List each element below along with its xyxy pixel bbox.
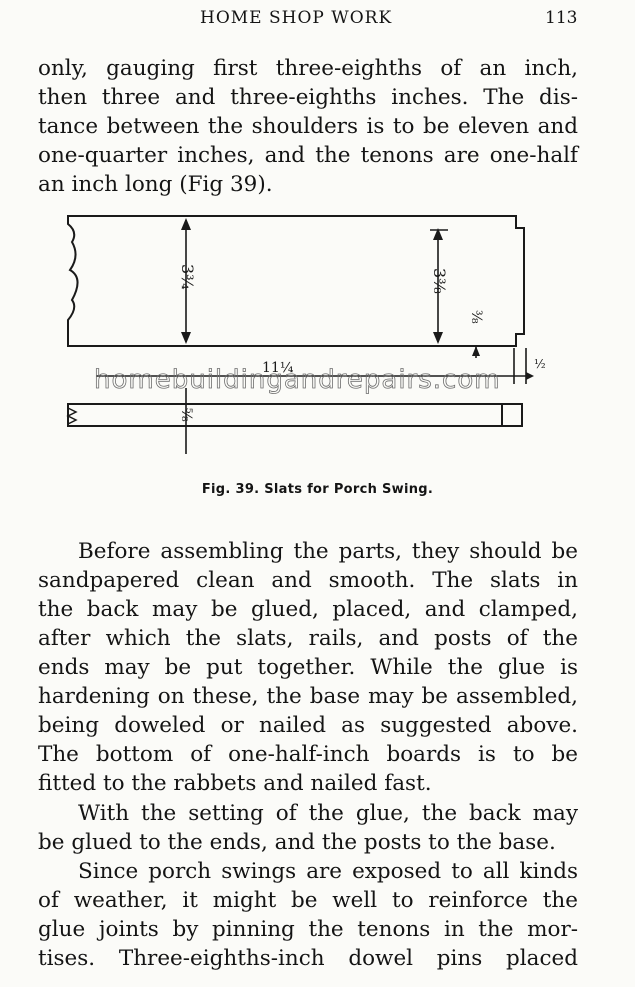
paragraph-assembling-cont: sandpapered clean and smooth. The slats …: [38, 566, 578, 798]
paragraph-setting-cont: be glued to the ends, and the posts to t…: [38, 828, 578, 857]
text-line: sandpapered clean and smooth. The slats …: [38, 568, 578, 593]
text-line: With the setting of the glue, the back m…: [78, 801, 578, 826]
watermark: homebuildingandrepairs.com: [94, 365, 501, 395]
arrowhead: [433, 332, 443, 344]
text-line: be glued to the ends, and the posts to t…: [38, 830, 556, 855]
paragraph-weather-cont: of weather, it might be well to reinforc…: [38, 886, 578, 973]
text-line: an inch long (Fig 39).: [38, 172, 273, 197]
figure-39-slat-drawing: 3¾ 3⅜ ⅜ 11¼ ½ ⅝ homebuildingandrepairs.c…: [56, 208, 556, 468]
dim-label-length: 11¼: [262, 360, 294, 376]
arrowhead: [181, 332, 191, 344]
arrowhead: [472, 346, 480, 356]
page-header: HOME SHOP WORK 113: [0, 6, 635, 32]
upper-slat-outline: [67, 215, 525, 347]
text-line: of weather, it might be well to reinforc…: [38, 888, 578, 913]
text-line: Since porch swings are exposed to all ki…: [78, 859, 578, 884]
text-line: tises. Three-eighths-inch dowel pins pla…: [38, 946, 578, 971]
paragraph-assembling: Before assembling the parts, they should…: [38, 537, 578, 566]
dim-label-right-small: ⅜: [468, 310, 484, 324]
running-head: HOME SHOP WORK: [200, 8, 393, 28]
text-line: one-quarter inches, and the tenons are o…: [38, 143, 578, 168]
text-line: tance between the shoulders is to be ele…: [38, 114, 578, 139]
dim-label-tenon: ½: [534, 357, 546, 371]
text-line: glue joints by pinning the tenons in the…: [38, 917, 578, 942]
dim-label-right-tall: 3⅜: [430, 268, 449, 294]
arrowhead: [526, 372, 534, 380]
text-line: only, gauging first three-eighths of an …: [38, 56, 578, 81]
lower-slat-outline: [67, 403, 523, 427]
text-line: ends may be put together. While the glue…: [38, 655, 578, 680]
text-line: the back may be glued, placed, and clamp…: [38, 597, 578, 622]
text-line: then three and three-eighths inches. The…: [38, 85, 578, 110]
text-line: Before assembling the parts, they should…: [78, 539, 578, 564]
paragraph-setting: With the setting of the glue, the back m…: [38, 799, 578, 828]
arrowhead: [433, 228, 443, 240]
slat-drawing: 3¾ 3⅜ ⅜ 11¼ ½ ⅝ homebuildingandrepairs.c…: [66, 215, 546, 454]
dim-label-lower-slat: ⅝: [178, 408, 194, 422]
lower-slat-break: [66, 407, 78, 425]
text-line: The bottom of one-half-inch boards is to…: [38, 742, 578, 767]
text-line: hardening on these, the base may be asse…: [38, 684, 578, 709]
figure-caption: Fig. 39. Slats for Porch Swing.: [201, 482, 434, 497]
dim-label-width-top: 3¾: [178, 264, 197, 290]
paragraph-weather: Since porch swings are exposed to all ki…: [38, 857, 578, 886]
text-line: fitted to the rabbets and nailed fast.: [38, 771, 432, 796]
arrowhead: [181, 218, 191, 230]
text-line: being doweled or nailed as suggested abo…: [38, 713, 578, 738]
page-number: 113: [545, 8, 578, 28]
intro-paragraph: only, gauging first three-eighths of an …: [38, 54, 578, 199]
text-line: after which the slats, rails, and posts …: [38, 626, 578, 651]
